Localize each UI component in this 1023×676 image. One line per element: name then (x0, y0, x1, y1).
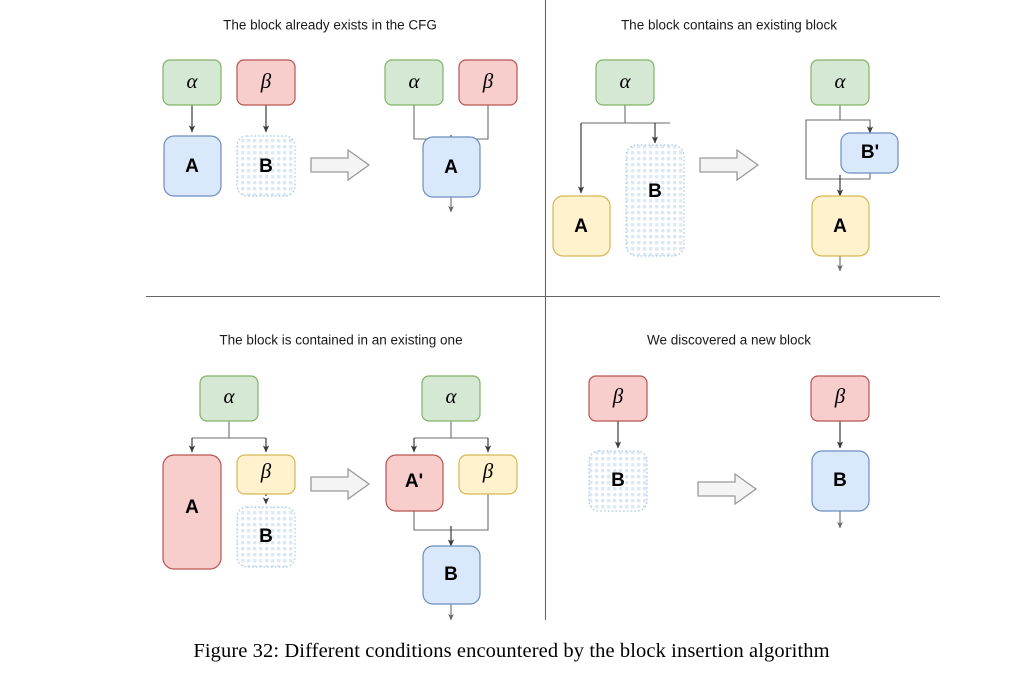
edge-Aprime-to-merge (413, 510, 451, 531)
panel-top-right-after: α B' A (805, 59, 899, 272)
node-beta-bl-label: β (260, 459, 272, 483)
node-alpha-label: α (186, 69, 198, 93)
node-Aprime-label: A' (405, 471, 423, 492)
panel-top-left: The block already exists in the CFG α β … (162, 18, 518, 213)
edge-merge-alpha (413, 104, 451, 140)
panel-top-right-before: α A B (552, 59, 685, 257)
node-beta-br-after[interactable] (810, 375, 870, 422)
node-beta-bl[interactable] (236, 454, 296, 495)
node-A[interactable] (163, 135, 222, 197)
node-A-tr-label: A (574, 216, 588, 237)
node-A-tr[interactable] (552, 195, 611, 257)
node-alpha-after-label: α (408, 69, 420, 93)
node-B-br-after-label: B (833, 470, 847, 491)
panel-top-right-title: The block contains an existing block (621, 18, 837, 33)
edge-alpha-split-bar (581, 104, 670, 124)
node-A-after-label: A (444, 157, 458, 178)
node-alpha-after[interactable] (384, 59, 444, 106)
figure-caption: Figure 32: Different conditions encounte… (193, 640, 830, 662)
node-beta-br-after-label: β (834, 384, 846, 408)
node-Bprime[interactable] (840, 132, 899, 174)
node-alpha-bl[interactable] (199, 375, 259, 422)
node-A-tr-after-label: A (833, 216, 847, 237)
node-A-bl-label: A (185, 497, 199, 518)
panel-bottom-right-after: β B (810, 375, 870, 529)
node-alpha-tr-after[interactable] (810, 59, 870, 106)
edge-merge-beta (451, 104, 489, 140)
panel-bottom-left-after: α A' β B (385, 375, 518, 621)
panel-top-left-before: α β A B (162, 59, 296, 197)
node-beta-br-label: β (612, 384, 624, 408)
node-alpha[interactable] (162, 59, 222, 106)
panel-bottom-right-title: We discovered a new block (647, 333, 811, 348)
transform-arrow-bottom-left (310, 467, 371, 501)
panel-bottom-right-before: β B (588, 375, 648, 512)
panel-bottom-left: The block is contained in an existing on… (162, 333, 518, 621)
node-A-bl[interactable] (162, 454, 222, 570)
node-beta-after[interactable] (458, 59, 518, 106)
edge-alpha-bl-stem (192, 420, 266, 439)
transform-arrow-top-right (699, 148, 760, 182)
node-B-ghost-tr[interactable] (625, 144, 685, 257)
node-beta-label: β (260, 69, 272, 93)
node-alpha-tr-label: α (619, 69, 631, 93)
node-B-bl-after[interactable] (422, 545, 481, 605)
node-alpha-bl-label: α (223, 384, 235, 408)
node-A-after[interactable] (422, 136, 481, 198)
node-alpha-bl-after[interactable] (421, 375, 481, 422)
node-B-br-after[interactable] (811, 450, 870, 512)
panel-bottom-left-title: The block is contained in an existing on… (219, 333, 462, 348)
node-B-ghost-bl[interactable] (236, 506, 296, 568)
node-beta-bl-after-label: β (482, 459, 494, 483)
panel-bottom-right: We discovered a new block β B β B (588, 333, 870, 529)
panel-top-right: The block contains an existing block α A… (552, 18, 899, 272)
edge-beta-to-merge (451, 494, 489, 531)
transform-arrow-bottom-right (697, 472, 758, 506)
node-B-bl-after-label: B (444, 564, 458, 585)
edge-alpha-bl-after-stem (414, 420, 488, 439)
node-alpha-tr-after-label: α (834, 69, 846, 93)
node-A-label: A (185, 156, 199, 177)
node-beta-after-label: β (482, 69, 494, 93)
node-B-ghost-tr-label: B (648, 181, 662, 202)
node-B-ghost-br-label: B (611, 470, 625, 491)
node-B-ghost-br[interactable] (588, 450, 648, 512)
node-beta-bl-after[interactable] (458, 454, 518, 495)
panel-top-left-after: α β A (384, 59, 518, 213)
panel-bottom-left-before: α A β B (162, 375, 296, 570)
edge-Bprime-down (840, 172, 871, 180)
node-Aprime[interactable] (385, 454, 444, 512)
node-beta-br[interactable] (588, 375, 648, 422)
panel-dividers (146, 0, 940, 620)
node-alpha-bl-after-label: α (445, 384, 457, 408)
node-beta[interactable] (236, 59, 296, 106)
node-B-ghost-bl-label: B (259, 526, 273, 547)
edge-bypass-path (805, 119, 840, 180)
node-alpha-tr[interactable] (595, 59, 655, 106)
node-B-ghost[interactable] (236, 135, 296, 197)
panel-top-left-title: The block already exists in the CFG (223, 18, 437, 33)
node-Bprime-label: B' (861, 142, 879, 163)
node-B-ghost-label: B (259, 156, 273, 177)
node-A-tr-after[interactable] (811, 195, 870, 257)
edge-split-to-Bprime (840, 119, 871, 126)
transform-arrow-top-left (310, 148, 371, 182)
